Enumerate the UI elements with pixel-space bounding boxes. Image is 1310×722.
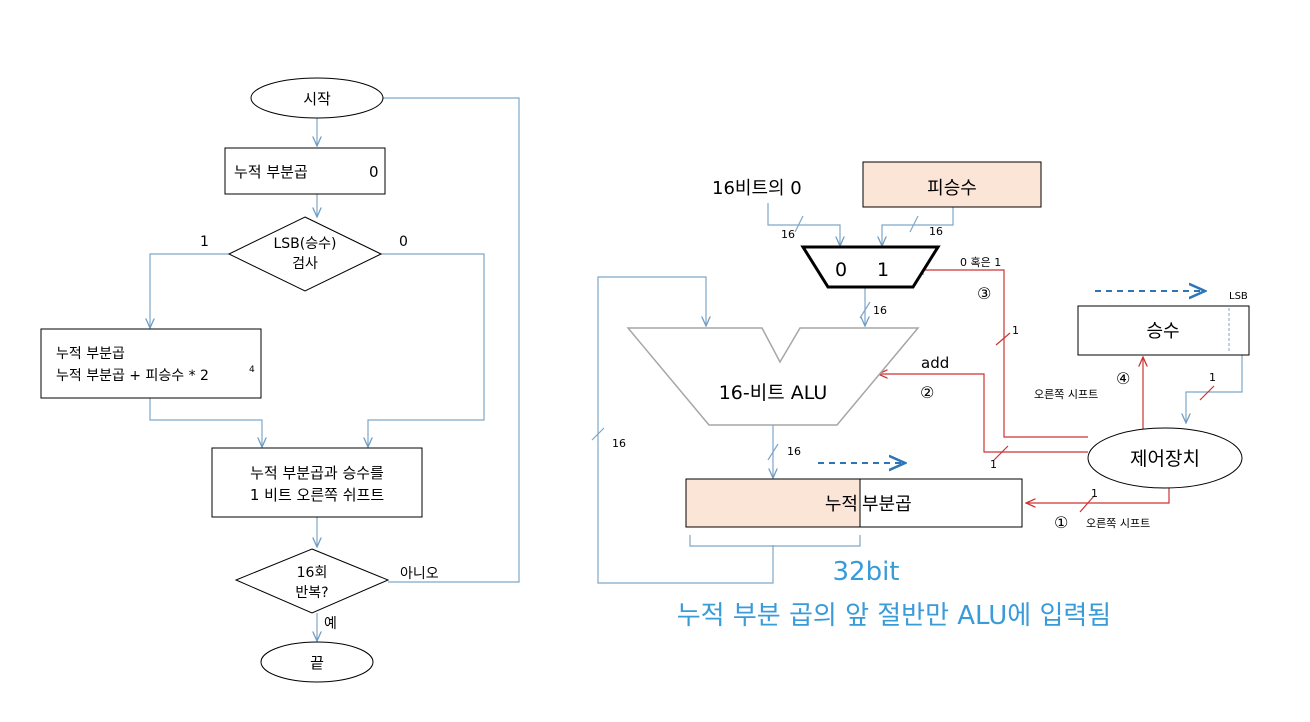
init-value: 0 bbox=[369, 163, 379, 181]
slash-mark bbox=[591, 427, 605, 441]
zero-bus-width: 16 bbox=[781, 228, 795, 241]
control-unit-ellipse bbox=[1087, 427, 1243, 489]
shift-box bbox=[211, 447, 423, 518]
branch-zero-label: 0 bbox=[399, 234, 408, 250]
start-terminal bbox=[250, 77, 384, 119]
add-signal-line bbox=[878, 374, 1088, 453]
mux-input-1: 1 bbox=[877, 259, 889, 281]
feedback-bus bbox=[597, 276, 774, 584]
control-unit-label: 제어장치 bbox=[1130, 448, 1200, 470]
multiplier-shift-label: 오른쪽 시프트 bbox=[1034, 388, 1098, 401]
add-label-1: 누적 부분곱 bbox=[56, 346, 125, 362]
multiplicand-bus bbox=[882, 207, 954, 246]
decision-label-2: 검사 bbox=[292, 256, 318, 272]
flow-arrow-branch-one bbox=[150, 253, 229, 328]
accumulator-lower-half bbox=[859, 478, 1023, 528]
flow-arrow bbox=[149, 398, 262, 447]
feedback-width: 16 bbox=[612, 437, 626, 450]
add-label-2: 누적 부분곱 + 피승수 * 2 bbox=[56, 368, 209, 384]
init-label: 누적 부분곱 bbox=[234, 163, 308, 181]
multiplicand-label: 피승수 bbox=[927, 178, 977, 199]
multiplicand-bus-width: 16 bbox=[929, 225, 943, 238]
alu-label: 16-비트 ALU bbox=[719, 382, 828, 404]
zero-bus bbox=[767, 203, 840, 246]
slash-mark bbox=[1199, 385, 1215, 401]
mux-input-0: 0 bbox=[835, 259, 847, 281]
accumulator-shift-label: 오른쪽 시프트 bbox=[1086, 517, 1150, 530]
flowchart bbox=[149, 98, 520, 641]
lsb-label: LSB bbox=[1229, 291, 1248, 302]
step-4: ④ bbox=[1116, 369, 1130, 388]
accumulator-label-right: 부분곱 bbox=[862, 494, 912, 515]
lsb-decision bbox=[227, 216, 383, 292]
caption: 누적 부분 곱의 앞 절반만 ALU에 입력됨 bbox=[677, 601, 1111, 631]
slash-mark bbox=[859, 301, 871, 319]
select-width: 1 bbox=[1012, 324, 1019, 337]
init-box bbox=[224, 147, 386, 195]
width-32-label: 32bit bbox=[832, 557, 899, 587]
half-brace bbox=[689, 535, 861, 547]
start-label: 시작 bbox=[303, 90, 331, 108]
multiplier-label: 승수 bbox=[1146, 321, 1179, 342]
zero-input-label: 16비트의 0 bbox=[712, 178, 802, 199]
accumulator-label-left: 누적 bbox=[825, 494, 858, 515]
step-1: ① bbox=[1054, 513, 1068, 532]
mux bbox=[800, 245, 941, 289]
datapath-shapes bbox=[626, 161, 1250, 528]
accumulator-upper-half bbox=[685, 478, 861, 528]
add-signal-label: add bbox=[921, 354, 949, 372]
alu-shape bbox=[626, 327, 920, 426]
multiplicand-box bbox=[862, 161, 1042, 208]
repeat-no-label: 아니오 bbox=[400, 566, 439, 582]
slash-mark bbox=[1079, 495, 1095, 513]
decision-label-1: LSB(승수) bbox=[274, 236, 337, 252]
slash-mark bbox=[794, 215, 804, 233]
bus-width-marks bbox=[591, 215, 919, 461]
alu-acc-width: 16 bbox=[787, 445, 801, 458]
control-lines bbox=[878, 270, 1215, 513]
datapath-text: 16비트의 0 피승수 16 16 0 1 0 혹은 1 ③ 16 1 16-비… bbox=[612, 178, 1248, 631]
end-terminal bbox=[260, 641, 374, 683]
flow-arrow-loop bbox=[361, 98, 520, 583]
shift-width: 1 bbox=[1091, 487, 1098, 500]
add-width: 1 bbox=[990, 458, 997, 471]
add-exponent: 4 bbox=[249, 365, 255, 375]
flowchart-text: 시작 누적 부분곱 0 LSB(승수) 검사 1 0 누적 부분곱 누적 부분곱… bbox=[56, 90, 439, 672]
flow-arrow-branch-zero bbox=[368, 253, 485, 447]
shift-label-2: 1 비트 오른쪽 쉬프트 bbox=[250, 486, 384, 504]
flowchart-shapes bbox=[40, 77, 423, 683]
mux-alu-width: 16 bbox=[873, 304, 887, 317]
slash-mark bbox=[995, 332, 1011, 346]
end-label: 끝 bbox=[310, 654, 324, 672]
shift-direction-arrows bbox=[818, 291, 1205, 463]
slash-mark bbox=[767, 443, 779, 461]
branch-one-label: 1 bbox=[200, 234, 209, 250]
mux-select-label: 0 혹은 1 bbox=[960, 255, 1001, 269]
lsb-bus bbox=[1186, 355, 1243, 423]
slash-mark bbox=[909, 215, 919, 233]
accumulator-shift-line bbox=[1026, 484, 1170, 503]
shift-label-1: 누적 부분곱과 승수를 bbox=[250, 464, 384, 482]
repeat-yes-label: 예 bbox=[324, 616, 337, 632]
multiplier-box bbox=[1077, 305, 1250, 356]
mux-select-line bbox=[914, 270, 1088, 438]
repeat-decision bbox=[234, 548, 390, 614]
step-3: ③ bbox=[977, 284, 991, 303]
repeat-label-2: 반복? bbox=[295, 585, 328, 601]
step-2: ② bbox=[920, 383, 934, 402]
lsb-width: 1 bbox=[1209, 371, 1216, 384]
slash-mark bbox=[993, 445, 1009, 461]
repeat-label-1: 16회 bbox=[297, 565, 328, 581]
add-box bbox=[40, 328, 262, 399]
